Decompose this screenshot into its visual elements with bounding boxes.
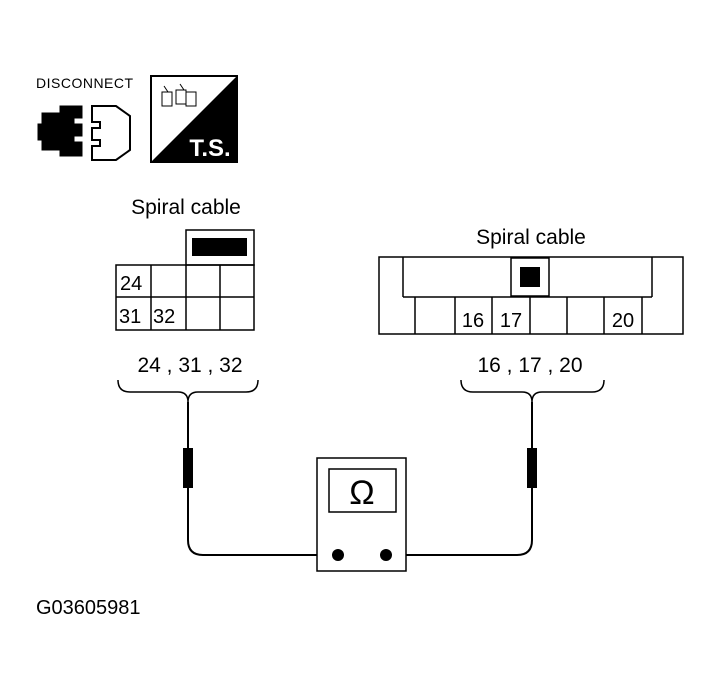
pin-cell: 32 bbox=[153, 306, 175, 328]
right-probe bbox=[527, 402, 537, 500]
right-test-lead bbox=[386, 500, 533, 556]
disconnect-label: DISCONNECT bbox=[36, 75, 134, 91]
right-brace bbox=[460, 379, 605, 403]
test-symbol-icon: T.S. bbox=[150, 75, 238, 163]
right-connector: Spiral cable 16 17 20 16 , 17 , 20 bbox=[378, 226, 684, 403]
pin-cell: 24 bbox=[120, 273, 142, 295]
left-connector: Spiral cable 24 31 32 24 , 31 , 32 bbox=[115, 196, 259, 403]
meter-terminal bbox=[380, 549, 392, 561]
left-test-lead bbox=[187, 500, 338, 556]
ohmmeter-icon: Ω bbox=[316, 457, 407, 572]
pin-cell: 31 bbox=[119, 306, 141, 328]
connector-mating-half-icon bbox=[91, 105, 131, 161]
connector-disconnect-icon bbox=[37, 105, 83, 157]
ts-label: T.S. bbox=[189, 135, 230, 162]
left-brace bbox=[117, 379, 259, 403]
right-connector-body bbox=[378, 256, 684, 335]
right-connector-title: Spiral cable bbox=[476, 226, 586, 249]
disconnect-icon-group: DISCONNECT bbox=[36, 75, 134, 161]
probe-sketch-icon bbox=[161, 83, 197, 107]
pin-cell: 17 bbox=[500, 310, 522, 332]
meter-terminal bbox=[332, 549, 344, 561]
lock-tab bbox=[192, 238, 247, 256]
lock-tab bbox=[520, 267, 540, 287]
left-pins-label: 24 , 31 , 32 bbox=[137, 354, 242, 377]
right-pins-label: 16 , 17 , 20 bbox=[477, 354, 582, 377]
figure-code: G03605981 bbox=[36, 597, 141, 619]
left-pin-grid bbox=[115, 264, 255, 331]
pin-cell: 16 bbox=[462, 310, 484, 332]
left-connector-title: Spiral cable bbox=[131, 196, 241, 219]
pin-cell: 20 bbox=[612, 310, 634, 332]
ohm-symbol: Ω bbox=[349, 474, 374, 512]
left-probe bbox=[183, 402, 193, 500]
